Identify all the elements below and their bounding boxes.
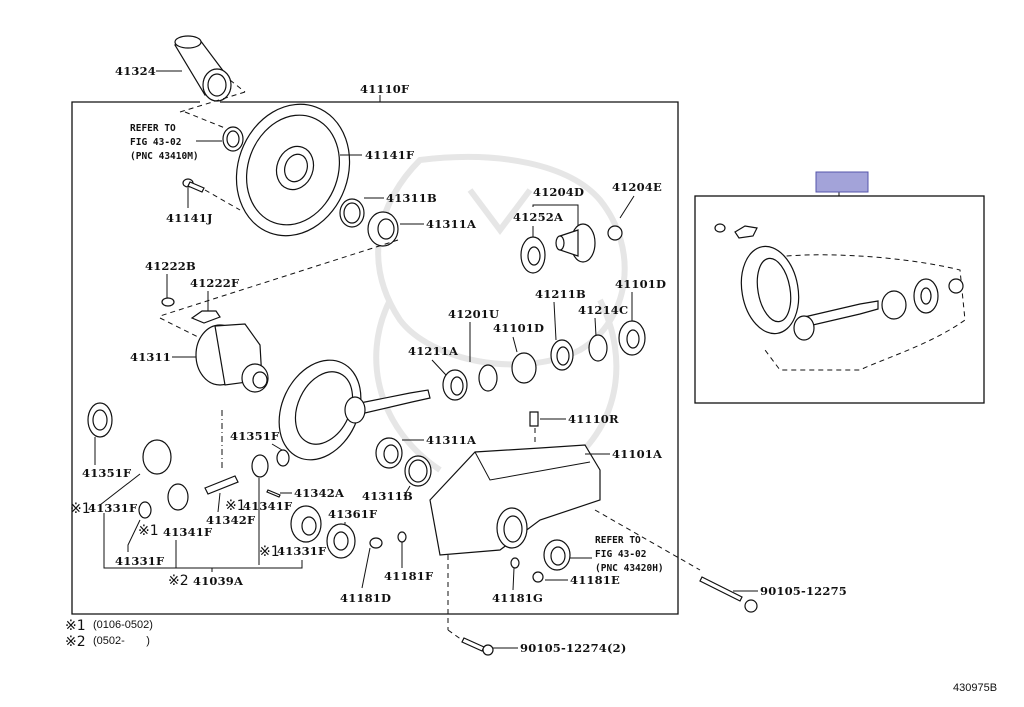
part-41341F-pinion-left [167,483,189,511]
svg-text:REFER TO: REFER TO [130,123,176,134]
part-41324-drawing [174,35,246,113]
part-41141F-drawing [235,103,351,237]
label-41181E[interactable]: 41181E [570,573,620,587]
svg-text:(0502- ): (0502- ) [93,635,150,647]
part-41201U-spacer [478,364,498,392]
label-41324[interactable]: 41324 [115,64,156,78]
svg-text:41039A: 41039A [193,574,244,588]
label-41351F-bottom[interactable]: 41331F [115,554,165,568]
svg-text:※1: ※1 [65,618,86,634]
main-assembly-box [71,95,679,615]
part-41231F-spacer [511,352,537,384]
part-41110R-breather [529,411,539,427]
marked-label-41331F-right[interactable]: ※1 41331F [259,544,327,560]
label-41141F[interactable]: 41141F [365,148,415,162]
svg-text:(0106-0502): (0106-0502) [93,619,153,631]
label-41181F[interactable]: 41181F [384,569,434,583]
label-41110R[interactable]: 41110R [568,412,619,426]
svg-text:※1: ※1 [259,544,280,560]
part-41331F-side-gear-left [142,439,172,475]
figure-code: 430975B [953,682,997,694]
label-41311A-top[interactable]: 41311A [426,217,477,231]
label-41211A[interactable]: 41211A [408,344,459,358]
label-41311[interactable]: 41311 [130,350,171,364]
label-41141J[interactable]: 41141J [166,211,213,225]
label-41181D[interactable]: 41181D [340,591,391,605]
marked-label-41331F-left[interactable]: ※1 41331F [70,501,138,517]
label-41211B[interactable]: 41211B [535,287,586,301]
label-41222B[interactable]: 41222B [145,259,196,273]
label-90105-12274[interactable]: 90105-12274(2) [520,641,626,655]
marked-label-41341F-mid[interactable]: ※1 41341F [225,498,293,514]
label-41311A-bottom[interactable]: 41311A [426,433,477,447]
label-41311B-top[interactable]: 41311B [386,191,437,205]
part-41181D-plug [369,537,383,549]
part-41342F-shaft [204,475,239,495]
label-41351F-top[interactable]: 41351F [230,429,280,443]
svg-text:FIG 43-02: FIG 43-02 [130,137,181,148]
svg-text:41331F: 41331F [88,501,138,515]
part-41141J-bolt [182,178,241,211]
label-41204D[interactable]: 41204D [533,185,584,199]
part-41341F-pinion-mid [251,454,269,478]
part-41204E-nut [607,225,623,241]
part-41181G-gasket [510,557,520,569]
label-41361F-left[interactable]: 41351F [82,466,132,480]
part-41101A-carrier-housing [429,444,601,556]
svg-text:41331F: 41331F [277,544,327,558]
label-41181G[interactable]: 41181G [492,591,543,605]
watermark-emblem [373,153,628,473]
bolt-90105-12275 [699,576,743,602]
part-41222B-bolt [161,297,175,307]
legend-item-1: ※1 (0106-0502) [65,618,153,634]
inset-gear-set-drawing [714,223,966,371]
svg-text:REFER TO: REFER TO [595,535,641,546]
label-90105-12275[interactable]: 90105-12275 [760,584,847,598]
label-41110F[interactable]: 41110F [360,82,410,96]
reference-note-bottom: REFER TO FIG 43-02 (PNC 43420H) [595,535,664,574]
label-41222F[interactable]: 41222F [190,276,240,290]
label-41101D[interactable]: 41101D [615,277,666,291]
part-41214C-washer [588,334,608,362]
svg-text:※1: ※1 [225,498,246,514]
bolt-90105-12274 [461,637,485,652]
inset-box [694,191,985,404]
part-41204D-flange [555,223,596,263]
svg-text:(PNC 43410M): (PNC 43410M) [130,151,199,162]
svg-text:※2: ※2 [65,634,86,650]
legend-item-2: ※2 (0502- ) [65,634,150,650]
label-41214C[interactable]: 41214C [578,303,628,317]
part-ring-gear-pinion-drawing [278,359,431,461]
svg-text:※1: ※1 [138,523,159,539]
svg-text:※2: ※2 [168,573,189,589]
label-41204E[interactable]: 41204E [612,180,662,194]
label-41101A[interactable]: 41101A [612,447,663,461]
svg-text:41341F: 41341F [163,525,213,539]
label-41361F-right[interactable]: 41361F [328,507,378,521]
part-41342A-pin [266,489,281,498]
part-41181E-plug [532,571,544,583]
marked-label-41341F-left[interactable]: ※1 41341F [138,523,213,539]
label-41311B-bottom[interactable]: 41311B [362,489,413,503]
label-41342A[interactable]: 41342A [294,486,345,500]
svg-text:41341F: 41341F [243,499,293,513]
inset-highlight-marker[interactable] [815,171,869,193]
label-41252A[interactable]: 41252A [513,210,564,224]
part-41181F-plug [397,531,407,543]
svg-text:※1: ※1 [70,501,91,517]
part-41351F-washer-left [138,501,152,519]
label-41231F[interactable]: 41101D [493,321,544,335]
marked-label-41039A[interactable]: ※2 41039A [168,573,244,589]
svg-text:FIG 43-02: FIG 43-02 [595,549,646,560]
label-41201U[interactable]: 41201U [448,307,499,321]
reference-note-top: REFER TO FIG 43-02 (PNC 43410M) [130,123,199,162]
svg-text:(PNC 43420H): (PNC 43420H) [595,563,664,574]
part-41311-differential-case [195,323,269,393]
part-41351F-washer-top [276,449,290,467]
label-41342F[interactable]: 41342F [206,513,256,527]
part-41222F-lock [190,310,221,324]
